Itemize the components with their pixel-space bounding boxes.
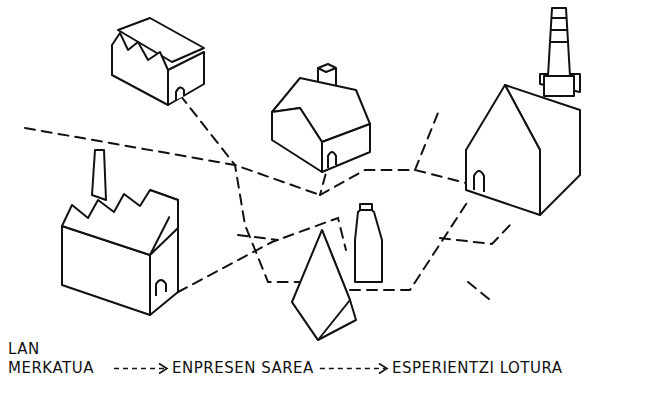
caption-text: ENPRESEN SAREA <box>172 359 314 378</box>
dashed-arrow <box>114 364 167 374</box>
caption-text: ESPERIENTZI LOTURA <box>392 359 563 378</box>
buildings <box>62 8 580 340</box>
dashed-arrow <box>320 364 387 374</box>
caption-text: LAN MERKATUA <box>8 340 108 378</box>
